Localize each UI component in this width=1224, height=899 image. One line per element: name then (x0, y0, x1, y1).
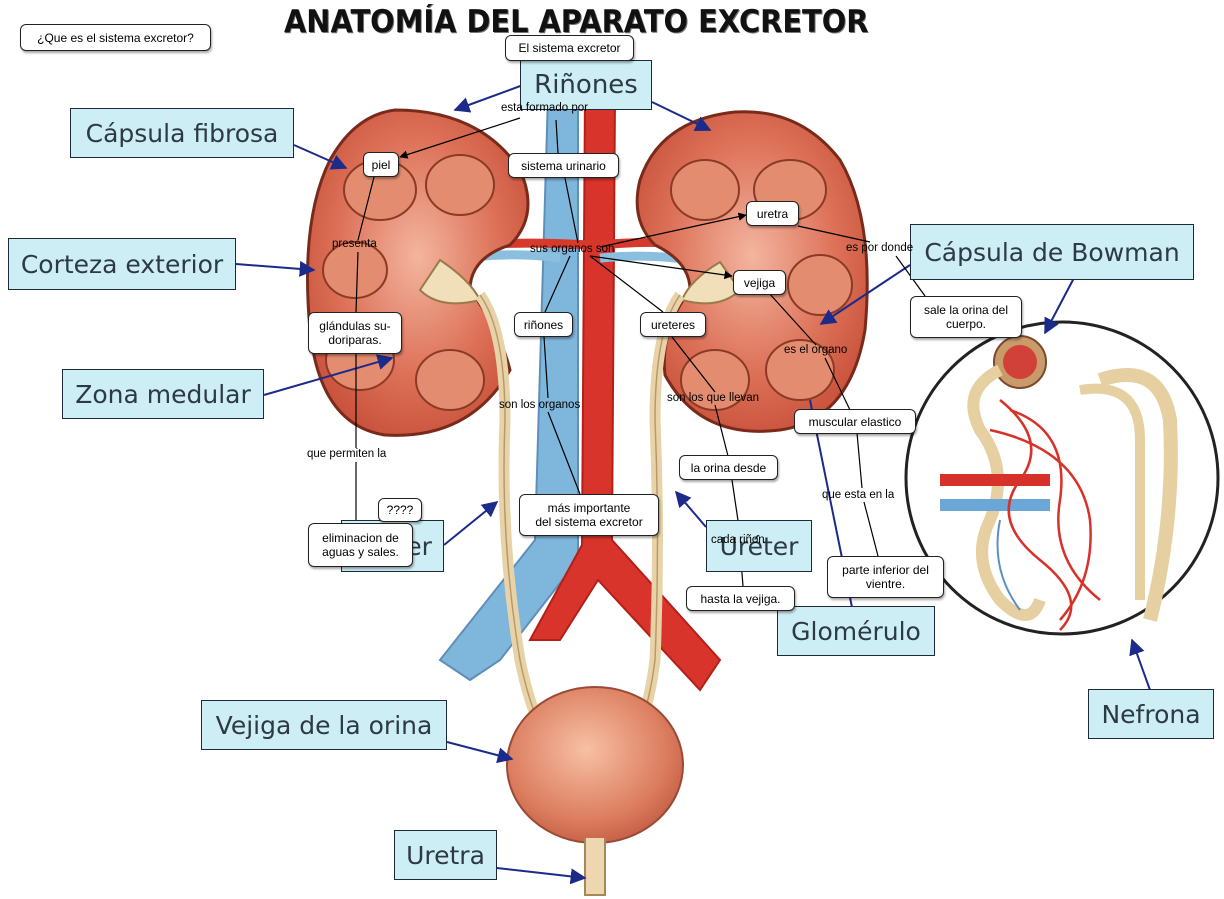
link-presenta: presenta (332, 238, 377, 250)
node-parte-inferior-line2: vientre. (865, 577, 906, 591)
label-rinones: Riñones (520, 60, 652, 110)
node-sale-orina-line2: cuerpo. (945, 317, 987, 331)
node-mas-importante-line2: del sistema excretor (535, 515, 643, 529)
node-eliminacion-line2: aguas y sales. (322, 545, 399, 559)
label-ureter-right: Uréter (706, 520, 812, 572)
link-son-los-organos: son los organos (499, 399, 581, 411)
node-mas-importante-line1: más importante (547, 501, 631, 515)
node-eliminacion[interactable]: eliminacion de aguas y sales. (308, 523, 413, 567)
question-node[interactable]: ¿Que es el sistema excretor? (20, 24, 211, 51)
label-uretra: Uretra (394, 830, 497, 880)
label-corteza-exterior: Corteza exterior (8, 238, 236, 290)
node-glandulas[interactable]: glándulas su- doriparas. (308, 312, 402, 354)
nephron-inset (904, 320, 1220, 636)
node-rinones[interactable]: riñones (514, 312, 573, 337)
node-uretra[interactable]: uretra (746, 201, 799, 226)
link-sus-organos: sus organos son (530, 243, 615, 255)
bladder (506, 686, 684, 896)
link-son-los-que-llevan: son los que llevan (667, 392, 760, 404)
node-interrogacion[interactable]: ???? (378, 498, 422, 522)
label-capsula-fibrosa: Cápsula fibrosa (70, 108, 294, 158)
node-sale-orina-line1: sale la orina del (923, 303, 1009, 317)
left-kidney (306, 108, 530, 437)
label-nefrona: Nefrona (1088, 689, 1214, 739)
node-sistema-urinario[interactable]: sistema urinario (508, 153, 619, 178)
link-que-permiten: que permiten la (307, 448, 387, 460)
node-piel[interactable]: piel (363, 152, 399, 177)
node-glandulas-line2: doriparas. (328, 333, 382, 347)
link-cada-rinon: cada riñon (711, 534, 765, 546)
aorta (528, 94, 722, 692)
link-es-por-donde: es por donde (846, 242, 914, 254)
label-vejiga-orina: Vejiga de la orina (201, 700, 447, 750)
node-sistema-excretor[interactable]: El sistema excretor (505, 35, 634, 61)
link-que-esta-en: que esta en la (822, 489, 895, 501)
label-capsula-bowman: Cápsula de Bowman (910, 224, 1194, 280)
node-eliminacion-line1: eliminacion de (322, 531, 399, 545)
node-ureteres[interactable]: ureteres (640, 312, 706, 337)
node-muscular[interactable]: muscular elastico (794, 409, 916, 434)
node-mas-importante[interactable]: más importante del sistema excretor (519, 494, 659, 536)
page-title: ANATOMÍA DEL APARATO EXCRETOR (284, 4, 869, 40)
node-hasta-vejiga[interactable]: hasta la vejiga. (686, 586, 795, 611)
label-zona-medular: Zona medular (62, 369, 264, 419)
node-parte-inferior-line1: parte inferior del (842, 563, 929, 577)
node-parte-inferior[interactable]: parte inferior del vientre. (827, 556, 944, 598)
link-esta-formado: esta formado por (501, 102, 588, 114)
link-es-el-organo: es el organo (784, 344, 848, 356)
node-glandulas-line1: glándulas su- (319, 319, 391, 333)
node-sale-orina[interactable]: sale la orina del cuerpo. (910, 296, 1022, 338)
node-vejiga[interactable]: vejiga (733, 270, 786, 295)
node-orina-desde[interactable]: la orina desde (679, 455, 778, 480)
label-glomerulo: Glomérulo (777, 606, 935, 656)
